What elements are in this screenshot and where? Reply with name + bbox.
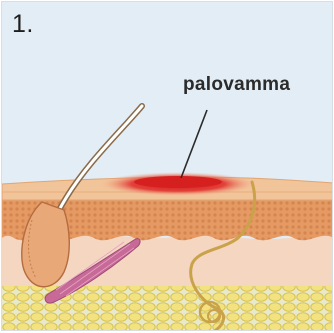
- skin-cross-section-illustration: [2, 2, 333, 331]
- step-number: 1.: [12, 10, 34, 39]
- burn-label: palovamma: [183, 74, 290, 96]
- callout-leader-line: [181, 110, 207, 178]
